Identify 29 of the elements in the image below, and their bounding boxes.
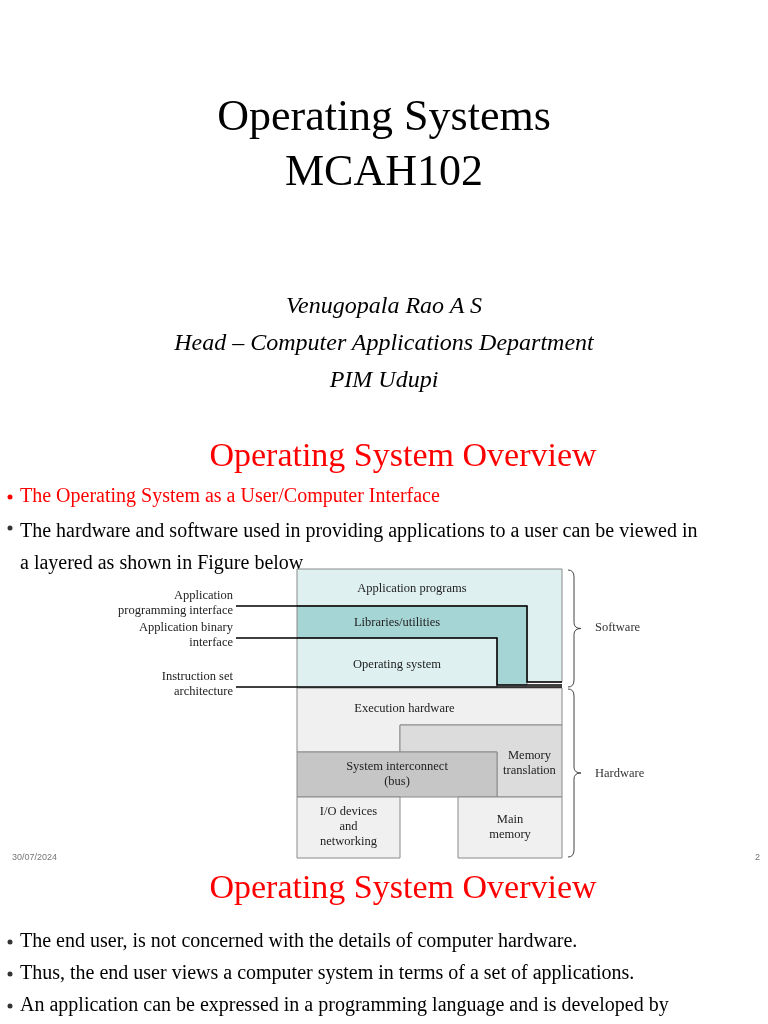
layer-label: I/O devices and networking — [318, 804, 379, 849]
interface-label: Application binary interface — [137, 620, 233, 650]
bullet-text: Thus, the end user views a computer system in terms of a set of applications. — [20, 960, 636, 985]
layer-label: Execution hardware — [353, 701, 456, 716]
slide-heading: Operating System Overview — [208, 867, 598, 907]
bullet-text: An application can be expressed in a programming language and is developed by — [20, 992, 670, 1017]
brace-label: Software — [595, 620, 642, 636]
leader-line — [235, 637, 563, 686]
slide-heading: Operating System Overview — [208, 435, 598, 475]
institution-name: PIM Udupi — [328, 365, 440, 394]
bullet-text: The end user, is not concerned with the details of computer hardware. — [20, 928, 579, 953]
bullet-text: The hardware and software used in providing applications to a user can be viewed in a layered as shown in Figure below — [20, 518, 699, 576]
author-name: Venugopala Rao A S — [285, 291, 483, 320]
slide-title: Operating Systems MCAH102 — [216, 90, 552, 197]
layer-label: Memory translation — [502, 748, 557, 778]
layer-label: Main memory — [488, 812, 532, 842]
leader-line — [235, 686, 563, 688]
brace-label: Hardware — [595, 766, 646, 782]
date-text: 30/07/2024 — [12, 852, 59, 864]
page-number: 2 — [754, 852, 760, 864]
layer-label: Operating system — [352, 657, 442, 672]
layer-label: Application programs — [356, 581, 468, 596]
leader-line — [235, 605, 563, 683]
layer-label: Libraries/utilities — [352, 615, 442, 630]
author-role: Head – Computer Applications Department — [173, 328, 595, 357]
interface-label: Application programming interface — [117, 588, 233, 618]
layer-label: System interconnect (bus) — [345, 759, 449, 789]
interface-label: Instruction set architecture — [160, 669, 233, 699]
bullet-text: The Operating System as a User/Computer Interface — [20, 483, 441, 508]
